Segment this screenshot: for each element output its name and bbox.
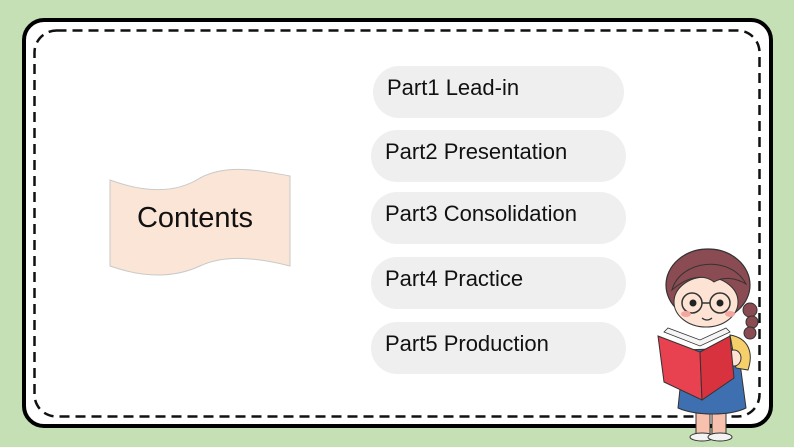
contents-banner [109,169,291,276]
contents-item-label: Part2 Presentation [385,139,568,164]
contents-item-label: Part5 Production [385,331,549,356]
girl-reading-book-icon [657,248,759,442]
contents-item-part5[interactable]: Part5 Production [371,322,626,374]
page-title: Contents [136,202,254,234]
contents-item-part3[interactable]: Part3 Consolidation [371,192,626,244]
contents-item-label: Part4 Practice [385,266,524,291]
contents-item-part4[interactable]: Part4 Practice [371,257,626,309]
dashed-border [33,29,761,418]
contents-item-part1[interactable]: Part1 Lead-in [373,66,624,118]
contents-item-part2[interactable]: Part2 Presentation [371,130,626,182]
contents-item-label: Part3 Consolidation [385,201,578,226]
contents-item-label: Part1 Lead-in [387,75,520,100]
